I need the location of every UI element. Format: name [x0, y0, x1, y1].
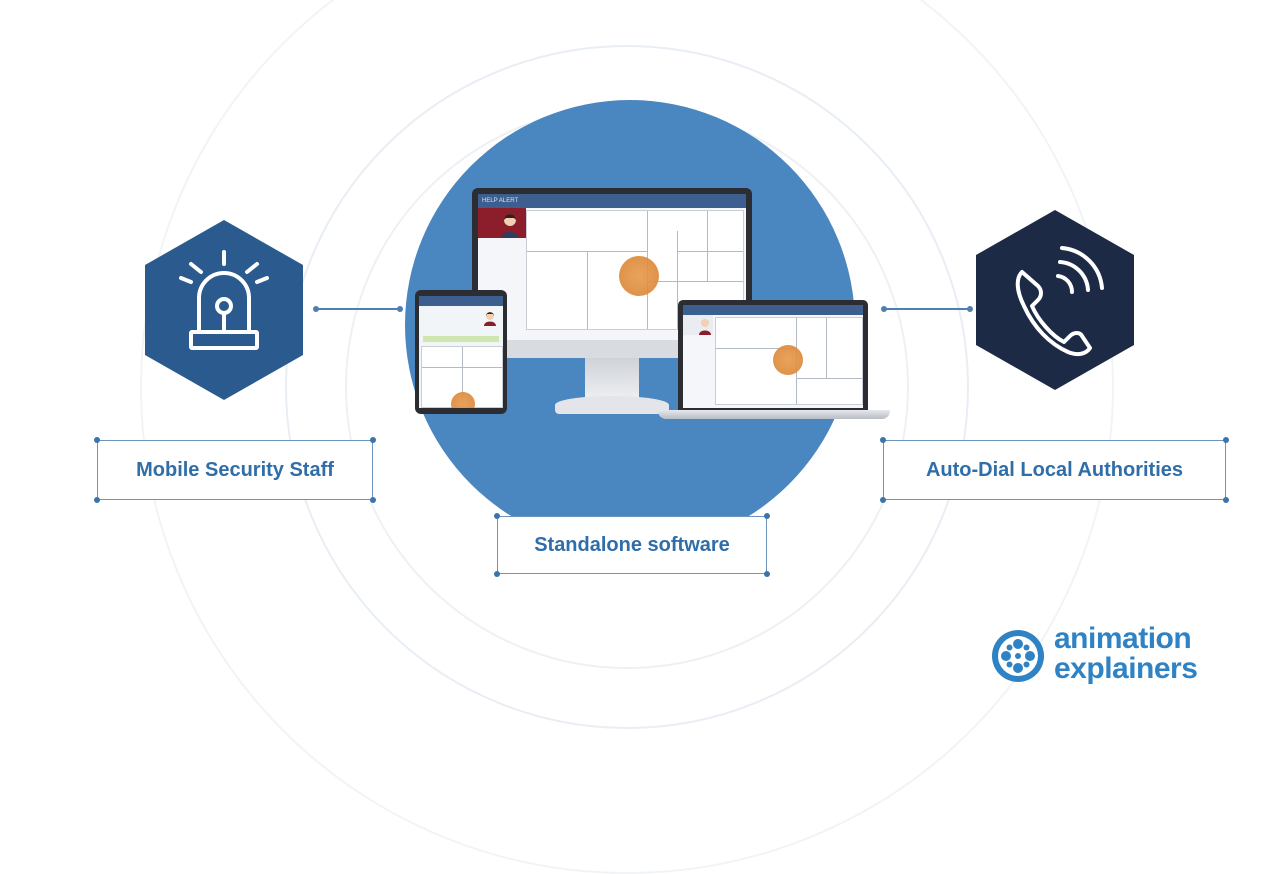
laptop-avatar	[683, 315, 713, 335]
auto-dial-authorities-label: Auto-Dial Local Authorities	[880, 437, 1229, 503]
laptop-alert-marker	[773, 345, 803, 375]
tablet-avatar	[481, 310, 499, 326]
laptop-base	[658, 410, 890, 419]
film-reel-logo-icon	[992, 630, 1044, 682]
standalone-software-text: Standalone software	[534, 533, 730, 556]
left-connector	[313, 306, 403, 312]
alert-location-marker	[619, 256, 659, 296]
auto-dial-authorities-text: Auto-Dial Local Authorities	[925, 458, 1184, 481]
mobile-security-staff-label: Mobile Security Staff	[94, 437, 376, 503]
laptop-screen	[683, 305, 863, 408]
monitor-base	[555, 396, 669, 414]
tablet-screen	[419, 296, 503, 408]
animation-explainers-logo: animation explainers	[990, 624, 1230, 688]
standalone-software-label: Standalone software	[494, 513, 770, 577]
monitor-stand	[585, 358, 639, 398]
tablet-device	[415, 290, 507, 414]
user-avatar	[478, 208, 526, 238]
tablet-alert-marker	[451, 392, 475, 408]
alarm-siren-hexagon	[145, 220, 303, 400]
laptop-device	[678, 300, 868, 412]
app-title: HELP ALERT	[478, 194, 746, 208]
brand-line-1: animation	[1054, 622, 1192, 655]
brand-line-2: explainers	[1054, 652, 1198, 685]
phone-ringing-icon	[1015, 246, 1104, 357]
alarm-siren-icon	[179, 250, 269, 350]
right-connector	[881, 306, 973, 312]
phone-hexagon	[976, 210, 1134, 390]
mobile-security-staff-text: Mobile Security Staff	[136, 458, 334, 481]
brand-name: animation explainers	[1054, 622, 1198, 685]
